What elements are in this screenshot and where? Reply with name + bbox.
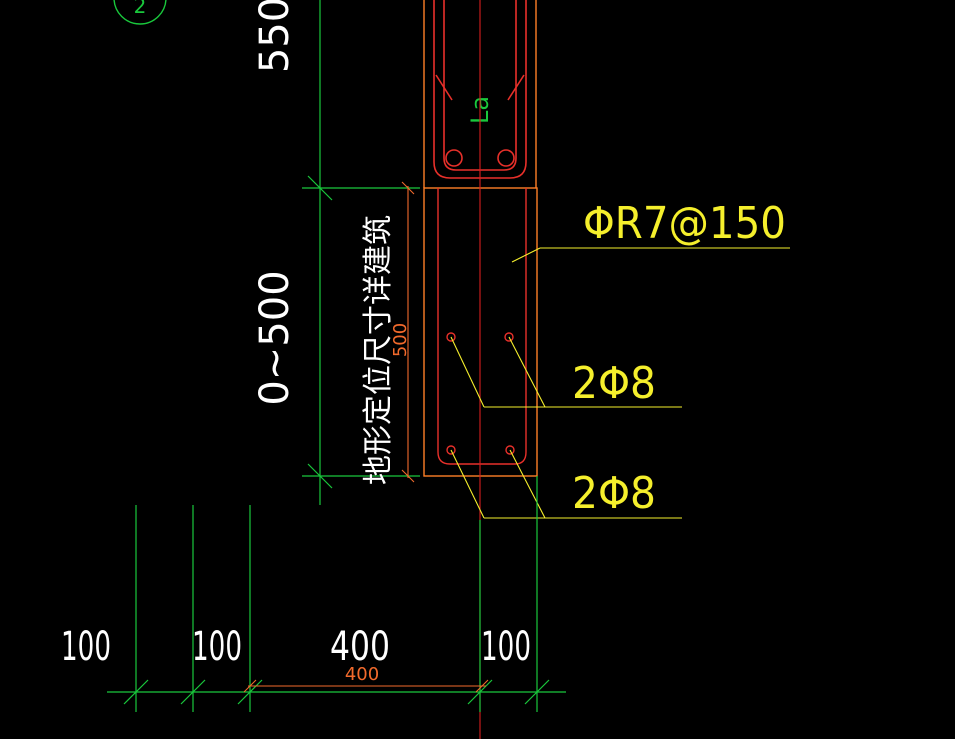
lower-bars-leader-right xyxy=(509,449,546,519)
dim-text-550: 550 xyxy=(252,0,298,73)
upper-bar-right xyxy=(497,149,515,167)
bottom-dim-text-4: 100 xyxy=(481,624,531,670)
bottom-tick-2 xyxy=(180,679,206,705)
lower-stirrup xyxy=(437,188,527,465)
dim-tick-upper xyxy=(307,175,333,201)
stirrup-hook-right xyxy=(507,74,525,101)
bottom-tick-4 xyxy=(467,679,493,705)
bottom-dim-text-3: 400 xyxy=(330,624,390,670)
stirrup-leader-diag xyxy=(511,247,541,263)
bar-callout-lower: 2Φ8 xyxy=(572,468,656,519)
stirrup-hook-left xyxy=(435,74,453,101)
dim-tick-lower xyxy=(307,463,333,489)
secondary-dim-tick-lower xyxy=(401,469,415,483)
secondary-dim-tick-upper xyxy=(401,181,415,195)
bottom-dim-text-2: 100 xyxy=(192,624,242,670)
upper-bar-left xyxy=(445,149,463,167)
middle-bar-left xyxy=(446,332,456,342)
upper-bars-leader-left xyxy=(450,336,485,408)
axis-bubble: 2 xyxy=(113,0,167,25)
bottom-dim-text-small: 400 xyxy=(345,664,379,685)
axis-bubble-label: 2 xyxy=(134,0,147,18)
middle-bar-right xyxy=(504,332,514,342)
dim-note-small: 500 xyxy=(390,323,411,357)
bar-callout-upper: 2Φ8 xyxy=(572,358,656,409)
bottom-secondary-tick-right xyxy=(475,679,489,693)
axis-bubble-circle xyxy=(113,0,167,25)
lower-rebar-group xyxy=(437,188,527,465)
bottom-dim-text-1: 100 xyxy=(61,624,111,670)
stirrup-callout: ΦR7@150 xyxy=(583,198,786,249)
bottom-dimension-lines xyxy=(107,476,566,712)
secondary-vertical-dimension xyxy=(401,181,415,483)
lower-bars-leader-left xyxy=(450,449,485,519)
bottom-bar-left xyxy=(446,445,456,455)
upper-rebar-group xyxy=(433,0,527,179)
bottom-tick-3 xyxy=(237,679,263,705)
dim-note-vertical: 地形定位尺寸详建筑 xyxy=(361,215,396,485)
dim-text-0-500: 0~500 xyxy=(252,270,298,405)
bottom-tick-5 xyxy=(524,679,550,705)
bottom-secondary-tick-left xyxy=(243,679,257,693)
upper-bars-leader-right xyxy=(508,336,546,408)
leader-lines xyxy=(450,247,790,519)
bottom-bar-right xyxy=(505,445,515,455)
vertical-dimension-lines xyxy=(302,0,420,505)
bottom-tick-1 xyxy=(123,679,149,705)
bottom-secondary-dimension xyxy=(243,679,489,693)
